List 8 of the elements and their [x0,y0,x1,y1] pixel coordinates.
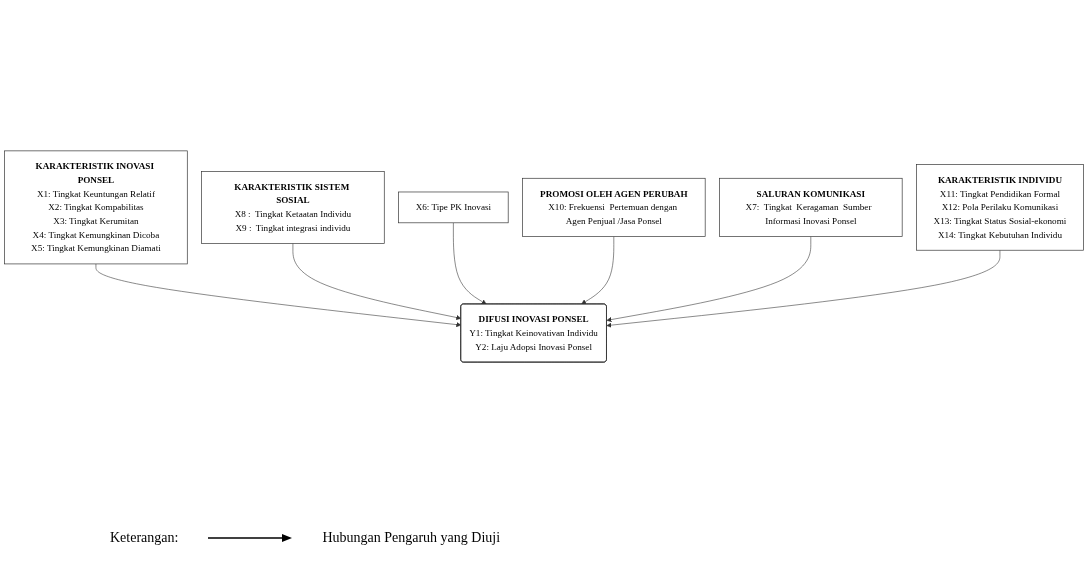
node-box: KARAKTERISTIK INOVASI PONSEL X1: Tingkat Keuntungan Relatif X2: Tingkat Kompabilitas X3: Tingkat Kerumitan X4: Tingkat Kemungkinan Dicoba X5: Tingkat Kemungkinan Diamati [4,150,188,265]
node-box: SALURAN KOMUNIKASI X7: Tingkat Keragaman Sumber Informasi Inovasi Ponsel [719,177,903,237]
node-box: KARAKTERISTIK INDIVIDU X11: Tingkat Pendidikan Formal X12: Pola Perilaku Komunikasi X13: Tingkat Status Sosial-ekonomi X14: Tingkat Kebutuhan Individu [916,164,1084,251]
node-box: PROMOSI OLEH AGEN PERUBAH X10: Frekuensi Pertemuan dengan Agen Penjual /Jasa Ponsel [522,177,706,237]
legend-heading: Keterangan: [110,530,179,546]
node-box: KARAKTERISTIK SISTEM SOSIAL X8 : Tingkat Ketaatan Individu X9 : Tingkat integrasi individu [201,171,385,244]
node-box: X6: Tipe PK Inovasi [398,191,509,224]
legend-text: Hubungan Pengaruh yang Diuji [322,530,501,546]
